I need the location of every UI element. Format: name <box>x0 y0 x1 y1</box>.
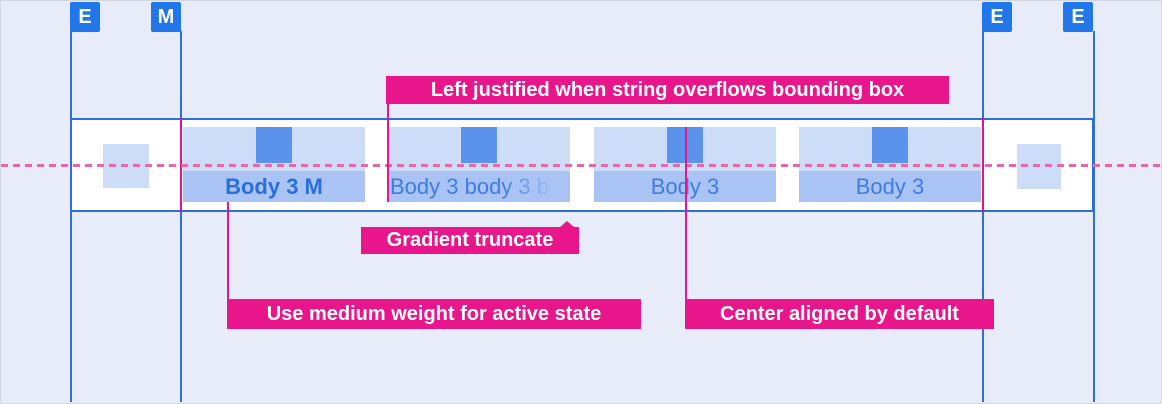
tab-label-tile: Body 3 <box>799 171 981 202</box>
guide-line-margin-left <box>180 31 182 402</box>
connector-center-aligned <box>685 127 687 299</box>
guide-line-edge-left <box>70 31 72 402</box>
tab-icon-area <box>799 127 981 171</box>
tab-label: Body 3 M <box>225 174 323 199</box>
tab-item-default-2[interactable]: Body 3 <box>799 127 981 202</box>
tab-icon <box>256 127 292 163</box>
annotation-text: Gradient truncate <box>386 229 554 251</box>
tab-label: Body 3 <box>855 174 925 199</box>
tab-icon <box>461 127 497 163</box>
annotation-medium-weight: Use medium weight for active state <box>227 299 641 329</box>
tab-item-active[interactable]: Body 3 M <box>183 127 365 202</box>
gradient-truncate-fade <box>500 171 570 202</box>
connector-left-justified <box>387 104 389 202</box>
spacing-chip-e-left: E <box>70 2 100 32</box>
annotation-left-justified: Left justified when string overflows bou… <box>386 76 949 104</box>
guide-line-edge-right <box>1093 31 1095 402</box>
annotation-center-aligned: Center aligned by default <box>685 299 994 329</box>
annotation-gradient-truncate: Gradient truncate <box>361 221 579 254</box>
connector-medium-weight <box>227 202 229 299</box>
spacing-chip-e-right: E <box>1063 2 1093 32</box>
tab-icon-area <box>388 127 570 171</box>
spacing-chip-m: M <box>151 2 181 32</box>
annotation-text: Use medium weight for active state <box>266 303 602 325</box>
spacing-chip-e-mid: E <box>982 2 1012 32</box>
baseline-dashed-rule <box>1 164 1161 167</box>
annotation-text: Center aligned by default <box>720 303 959 325</box>
tab-item-overflow[interactable]: Body 3 body 3 b <box>388 127 570 202</box>
tab-label-tile: Body 3 M <box>183 171 365 202</box>
tab-icon <box>872 127 908 163</box>
tab-label-tile: Body 3 body 3 b <box>388 171 570 202</box>
caret-up-icon <box>559 221 575 228</box>
tab-icon-area <box>183 127 365 171</box>
annotation-text: Left justified when string overflows bou… <box>430 79 905 101</box>
guide-line-margin-right <box>982 31 984 402</box>
